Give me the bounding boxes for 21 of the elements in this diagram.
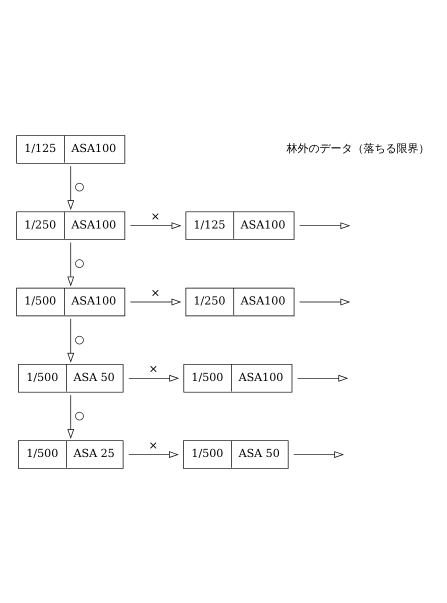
edge-label: × <box>148 438 158 452</box>
arrow <box>297 374 348 382</box>
edge-label: ○ <box>74 408 84 422</box>
edge-label: × <box>150 286 160 299</box>
arrow <box>130 222 182 229</box>
arrow <box>128 374 180 382</box>
arrow <box>67 394 74 438</box>
edge-label: × <box>148 362 158 376</box>
arrow <box>293 450 344 458</box>
edge-label: × <box>150 210 160 223</box>
edge-label: ○ <box>74 256 84 269</box>
arrow <box>67 165 74 210</box>
arrow <box>67 242 74 286</box>
arrow <box>128 450 179 458</box>
arrow <box>299 222 350 229</box>
edge-label: ○ <box>74 332 84 346</box>
edge-label: ○ <box>74 180 84 193</box>
arrow <box>299 298 350 305</box>
arrow <box>130 298 182 305</box>
arrow <box>67 318 74 362</box>
label: 林外のデータ（落ちる限界） <box>286 142 430 155</box>
